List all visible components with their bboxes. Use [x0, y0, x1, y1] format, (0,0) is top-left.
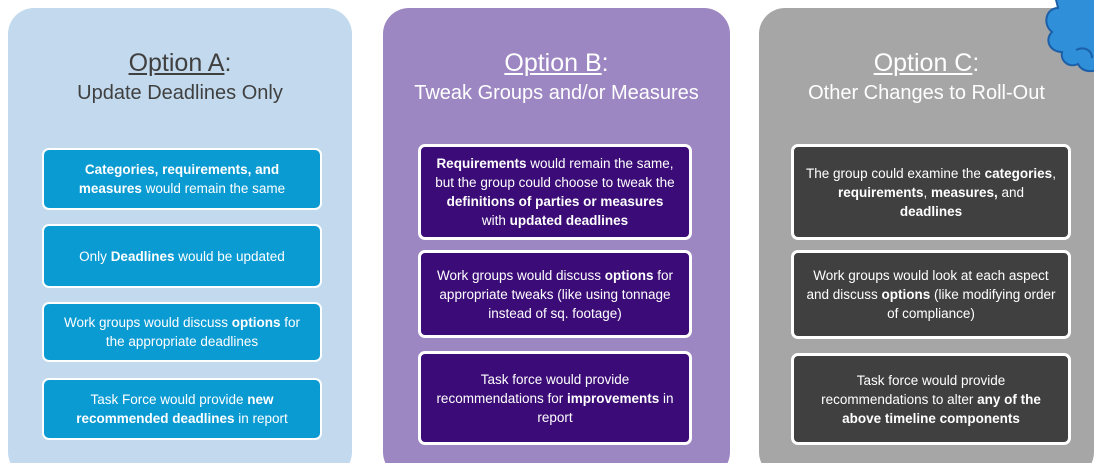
option-b-colon: : [601, 49, 609, 77]
option-b-item-2: Work groups would discuss options for ap… [418, 250, 692, 338]
option-c-item-1: The group could examine the categories, … [791, 144, 1071, 240]
option-c-item-2: Work groups would look at each aspect an… [791, 250, 1071, 339]
option-c-colon: : [972, 49, 980, 77]
option-c-heading: Option C: Other Changes to Roll-Out [759, 48, 1094, 106]
option-b-panel: Option B: Tweak Groups and/or Measures R… [383, 8, 730, 463]
option-b-heading: Option B: Tweak Groups and/or Measures [383, 48, 730, 106]
option-a-heading: Option A: Update Deadlines Only [8, 48, 352, 106]
option-c-item-3: Task force would provide recommendations… [791, 353, 1071, 445]
option-a-panel: Option A: Update Deadlines Only Categori… [8, 8, 352, 463]
option-a-subtitle: Update Deadlines Only [77, 82, 283, 104]
option-a-item-4: Task Force would provide new recommended… [42, 378, 322, 440]
option-b-subtitle: Tweak Groups and/or Measures [414, 82, 699, 104]
option-a-item-2: Only Deadlines would be updated [42, 224, 322, 288]
cloud-icon [1045, 0, 1094, 72]
option-a-item-1: Categories, requirements, and measures w… [42, 148, 322, 210]
option-a-item-3: Work groups would discuss options for th… [42, 302, 322, 362]
option-a-colon: : [224, 49, 232, 77]
option-c-panel: Option C: Other Changes to Roll-Out The … [759, 0, 1094, 463]
option-c-subtitle: Other Changes to Roll-Out [808, 82, 1045, 104]
option-c-title: Option C [873, 49, 973, 77]
option-b-title: Option B [504, 49, 602, 77]
option-b-item-3: Task force would provide recommendations… [418, 351, 692, 445]
option-a-title: Option A [128, 49, 225, 77]
option-b-item-1: Requirements would remain the same, but … [418, 144, 692, 240]
